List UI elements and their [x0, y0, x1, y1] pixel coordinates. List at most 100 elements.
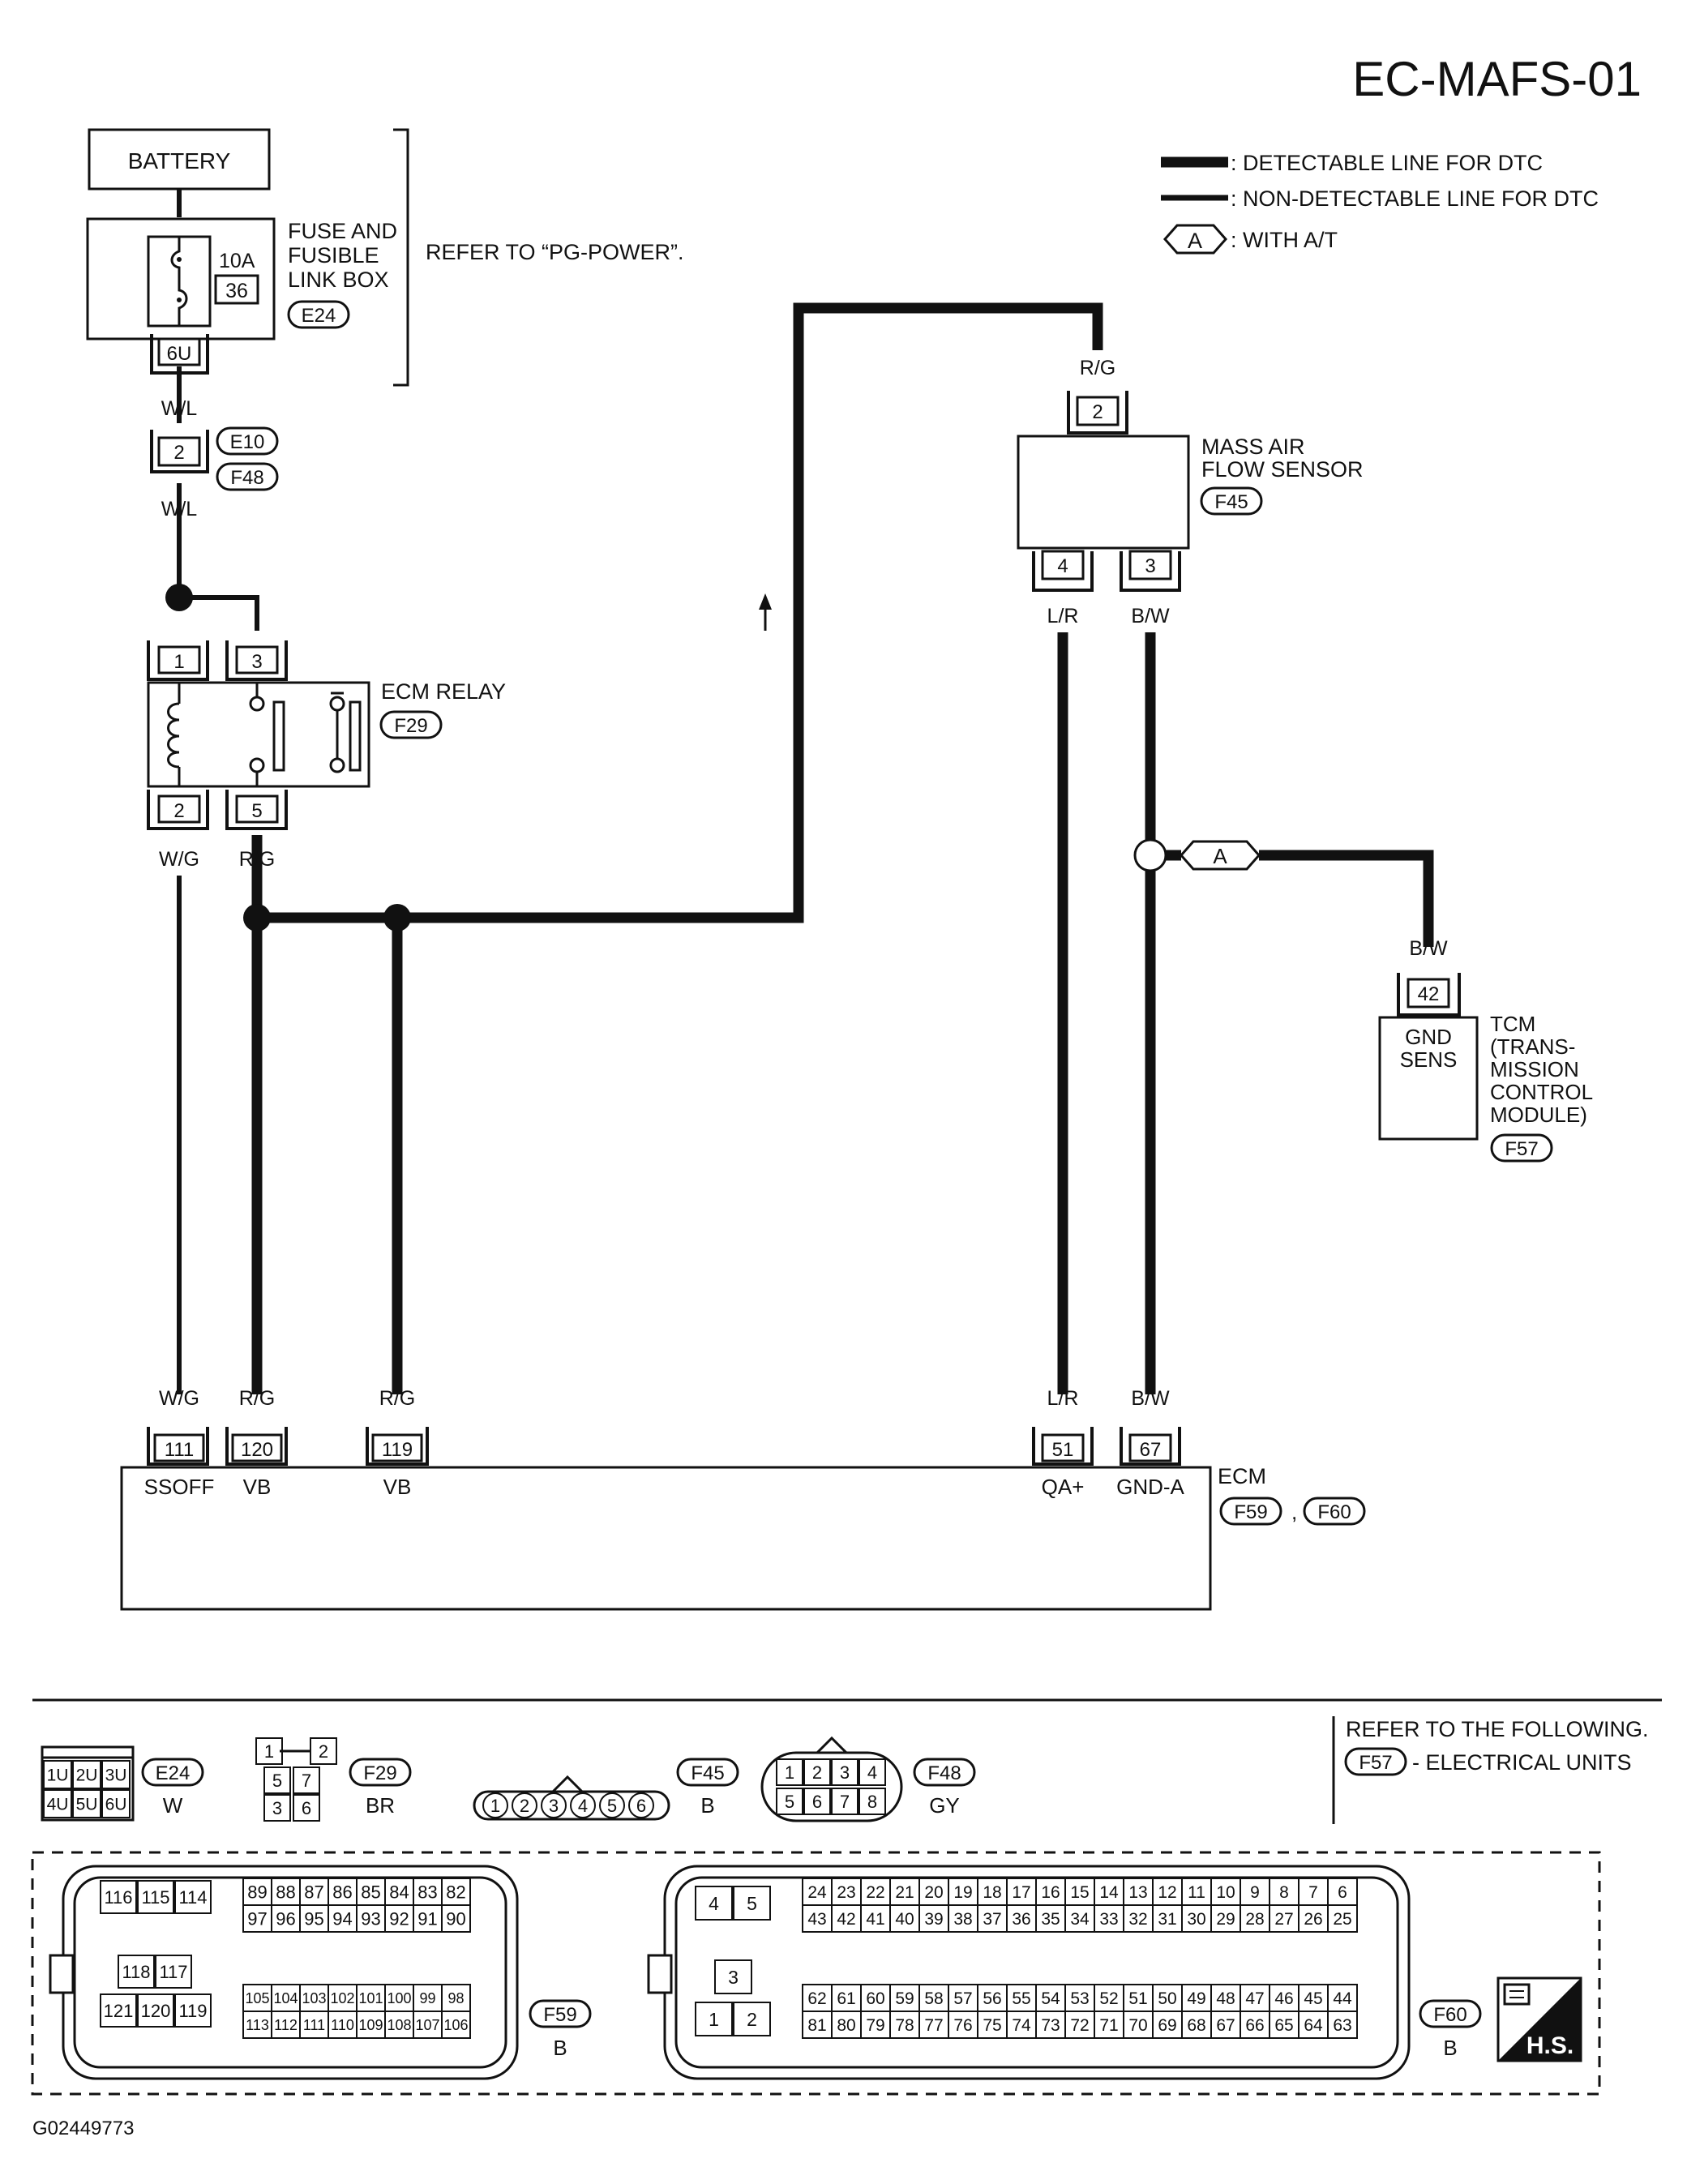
wire-label-r-g-ecm-119: R/G — [379, 1387, 415, 1410]
f59-pin-label: 90 — [446, 1908, 465, 1929]
f60-pin-label: 7 — [1308, 1883, 1318, 1902]
e24-pin-cell — [72, 1760, 101, 1789]
f59-pin-cell — [271, 1904, 301, 1933]
f45-pin-cell — [570, 1792, 596, 1818]
fuse-amps: 10A — [219, 250, 255, 272]
f45-pin-label: 3 — [549, 1796, 559, 1816]
f59-pin-label: 100 — [387, 1990, 411, 2006]
maf-pin-3-bracket — [1120, 551, 1181, 592]
hs-badge-fill — [1498, 1978, 1581, 2061]
tcm-terminal-2: SENS — [1400, 1047, 1458, 1072]
wire-r-g-to-maf — [397, 302, 1103, 923]
f59-pin-label: 91 — [417, 1908, 437, 1929]
connector-f29-tag-text: F29 — [394, 715, 427, 737]
ecm-pin-67 — [1128, 1433, 1172, 1462]
f29-pin-label: 6 — [302, 1798, 311, 1818]
f29-pin-cell — [293, 1794, 320, 1822]
f60-pin-label: 63 — [1333, 2016, 1351, 2035]
ecm-pin-67-text: 67 — [1140, 1439, 1162, 1461]
relay-contact-bottom — [249, 757, 265, 773]
refer-f57-tag-text: F57 — [1359, 1752, 1392, 1774]
f60-pin-label: 20 — [924, 1883, 943, 1902]
connector-f59-tag-text: F59 — [1234, 1501, 1267, 1523]
f29-tag-text: F29 — [363, 1762, 396, 1784]
f60-pin-cell — [1064, 2011, 1095, 2039]
maf-box — [1017, 435, 1190, 550]
f59-pin-label: 103 — [302, 1990, 326, 2006]
fuse-box-label-2: FUSIBLE — [288, 243, 379, 268]
f59-pin-label: 97 — [247, 1908, 267, 1929]
ecm-pin-51-bracket — [1032, 1427, 1094, 1466]
e24-pin-label: 4U — [47, 1796, 69, 1814]
connector-f45-tag — [1200, 486, 1263, 516]
f48-pin-cell — [776, 1788, 803, 1815]
f59-pin-label: 121 — [104, 2001, 134, 2021]
wire-label-w-g-ecm: W/G — [159, 1387, 199, 1410]
option-a-text: A — [1213, 844, 1227, 868]
f60-pin-label: 48 — [1216, 1989, 1235, 2008]
inline-connector-bracket — [150, 430, 209, 473]
ecm-pin-51-text: 51 — [1052, 1439, 1074, 1461]
f59-pin-label: 82 — [446, 1882, 465, 1902]
f59-pin-cell — [242, 1904, 272, 1933]
fuse-number: 36 — [225, 280, 248, 302]
maf-label-2: FLOW SENSOR — [1201, 457, 1364, 482]
f60-pin-cell — [1269, 1904, 1300, 1933]
f45-pin-label: 6 — [636, 1796, 646, 1816]
f60-pin-label: 3 — [728, 1967, 739, 1988]
ecm-pin-119-text: 119 — [382, 1439, 413, 1461]
f48-pin-label: 3 — [840, 1762, 850, 1783]
f59-latch — [49, 1954, 75, 1994]
f59-pin-label: 106 — [443, 2017, 468, 2033]
f29-pin-label: 7 — [302, 1771, 311, 1791]
f60-tag-text: F60 — [1433, 2004, 1466, 2026]
f29-pin-label: 5 — [272, 1771, 282, 1791]
f60-pin-label: 28 — [1245, 1910, 1264, 1929]
f60-pin-label: 30 — [1187, 1910, 1205, 1929]
f60-pin-cell — [889, 1878, 920, 1906]
wire-label-l-r-ecm: L/R — [1047, 1387, 1079, 1410]
ecm-pin-51-group: 51 — [1032, 1427, 1094, 1466]
legend-detectable-text: : DETECTABLE LINE FOR DTC — [1231, 151, 1543, 175]
f60-pin-label: 23 — [837, 1883, 855, 1902]
f48-pin-cell — [831, 1788, 858, 1815]
f60-pin-label: 70 — [1128, 2016, 1147, 2035]
f60-pin-label: 27 — [1274, 1910, 1293, 1929]
f29-pin-cell — [293, 1766, 320, 1794]
f59-pin-cell — [137, 1880, 174, 1914]
ecm-connector-separator: , — [1291, 1500, 1297, 1524]
f59-pin-label: 87 — [304, 1882, 323, 1902]
ecm-pin-111-text: 111 — [165, 1439, 194, 1461]
f59-pin-cell — [100, 1880, 137, 1914]
f60-pin-cell — [831, 2011, 862, 2039]
relay-pin-2-text: 2 — [173, 800, 184, 822]
f60-pin-label: 56 — [983, 1989, 1001, 2008]
maf-pin-4-text: 4 — [1057, 555, 1068, 577]
f59-pin-label: 107 — [415, 2017, 439, 2033]
f29-pin-cell — [263, 1794, 291, 1822]
wire-label-w-l-2: W/L — [161, 498, 198, 520]
relay-pin-1-bracket — [147, 640, 209, 681]
f59-pin-label: 102 — [330, 1990, 354, 2006]
ecm-pin-119-bracket — [366, 1427, 429, 1466]
f59-pin-label: 92 — [389, 1908, 409, 1929]
f59-pin-cell — [271, 1878, 301, 1906]
f60-pin-cell — [1035, 1878, 1066, 1906]
ecm-pin-120-group: 120 — [225, 1427, 288, 1466]
f60-pin-label: 78 — [895, 2016, 914, 2035]
f60-pin-label: 19 — [953, 1883, 972, 1902]
f60-pin-label: 51 — [1128, 1989, 1147, 2008]
tcm-label-2: (TRANS- — [1490, 1034, 1575, 1059]
connector-f57-tag-text: F57 — [1505, 1138, 1538, 1160]
f60-pin-label: 42 — [837, 1910, 855, 1929]
refer-bracket — [393, 128, 409, 387]
inline-connector-pin — [157, 436, 201, 467]
f59-pin-cell — [299, 1878, 329, 1906]
ecm-terminal-gnd-a: GND-A — [1116, 1475, 1184, 1499]
ecm-box — [120, 1466, 1212, 1611]
